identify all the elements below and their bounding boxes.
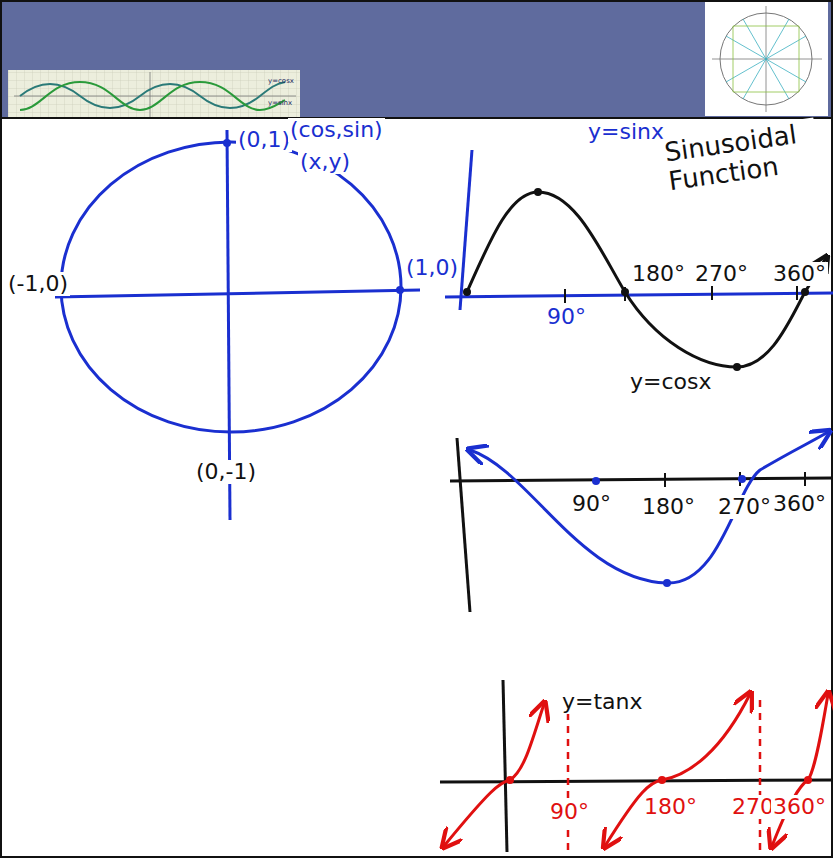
function-name: y=sinx [586, 120, 666, 144]
sine-graph [445, 150, 833, 371]
point-label: (1,0) [404, 256, 460, 280]
function-name: y=tanx [560, 690, 645, 714]
unit-circle [55, 130, 420, 520]
point-label: (-1,0) [6, 272, 70, 296]
axis-tick-label: 360° [771, 492, 828, 516]
axis-tick-label: 180° [630, 262, 687, 286]
function-name: y=cosx [628, 370, 714, 394]
coordinate-note: (cos,sin) [288, 118, 385, 142]
graph-thumbnail [8, 70, 300, 118]
unit-circle-thumbnail [705, 2, 828, 116]
axis-tick-label: 90° [570, 492, 613, 516]
point-label: (0,1) [236, 128, 292, 152]
axis-tick-label: 90° [548, 800, 591, 824]
cosine-graph [450, 432, 833, 612]
thumbnail-label: y=sinx [268, 100, 292, 108]
axis-tick-label: 360° [771, 795, 828, 819]
axis-tick-label: 270° [693, 262, 750, 286]
header-band [0, 0, 833, 118]
axis-tick-label: 270° [716, 495, 773, 519]
axis-tick-label: 180° [642, 795, 699, 819]
point-label: (0,-1) [194, 460, 258, 484]
axis-tick-label: 360° [771, 262, 828, 286]
axis-tick-label: 90° [545, 305, 588, 329]
tangent-graph [440, 680, 833, 852]
heading-note: Sinusoidal Function [661, 118, 821, 196]
coordinate-note: (x,y) [298, 150, 352, 174]
axis-tick-label: 180° [640, 495, 697, 519]
thumbnail-label: y=cosx [268, 78, 294, 86]
